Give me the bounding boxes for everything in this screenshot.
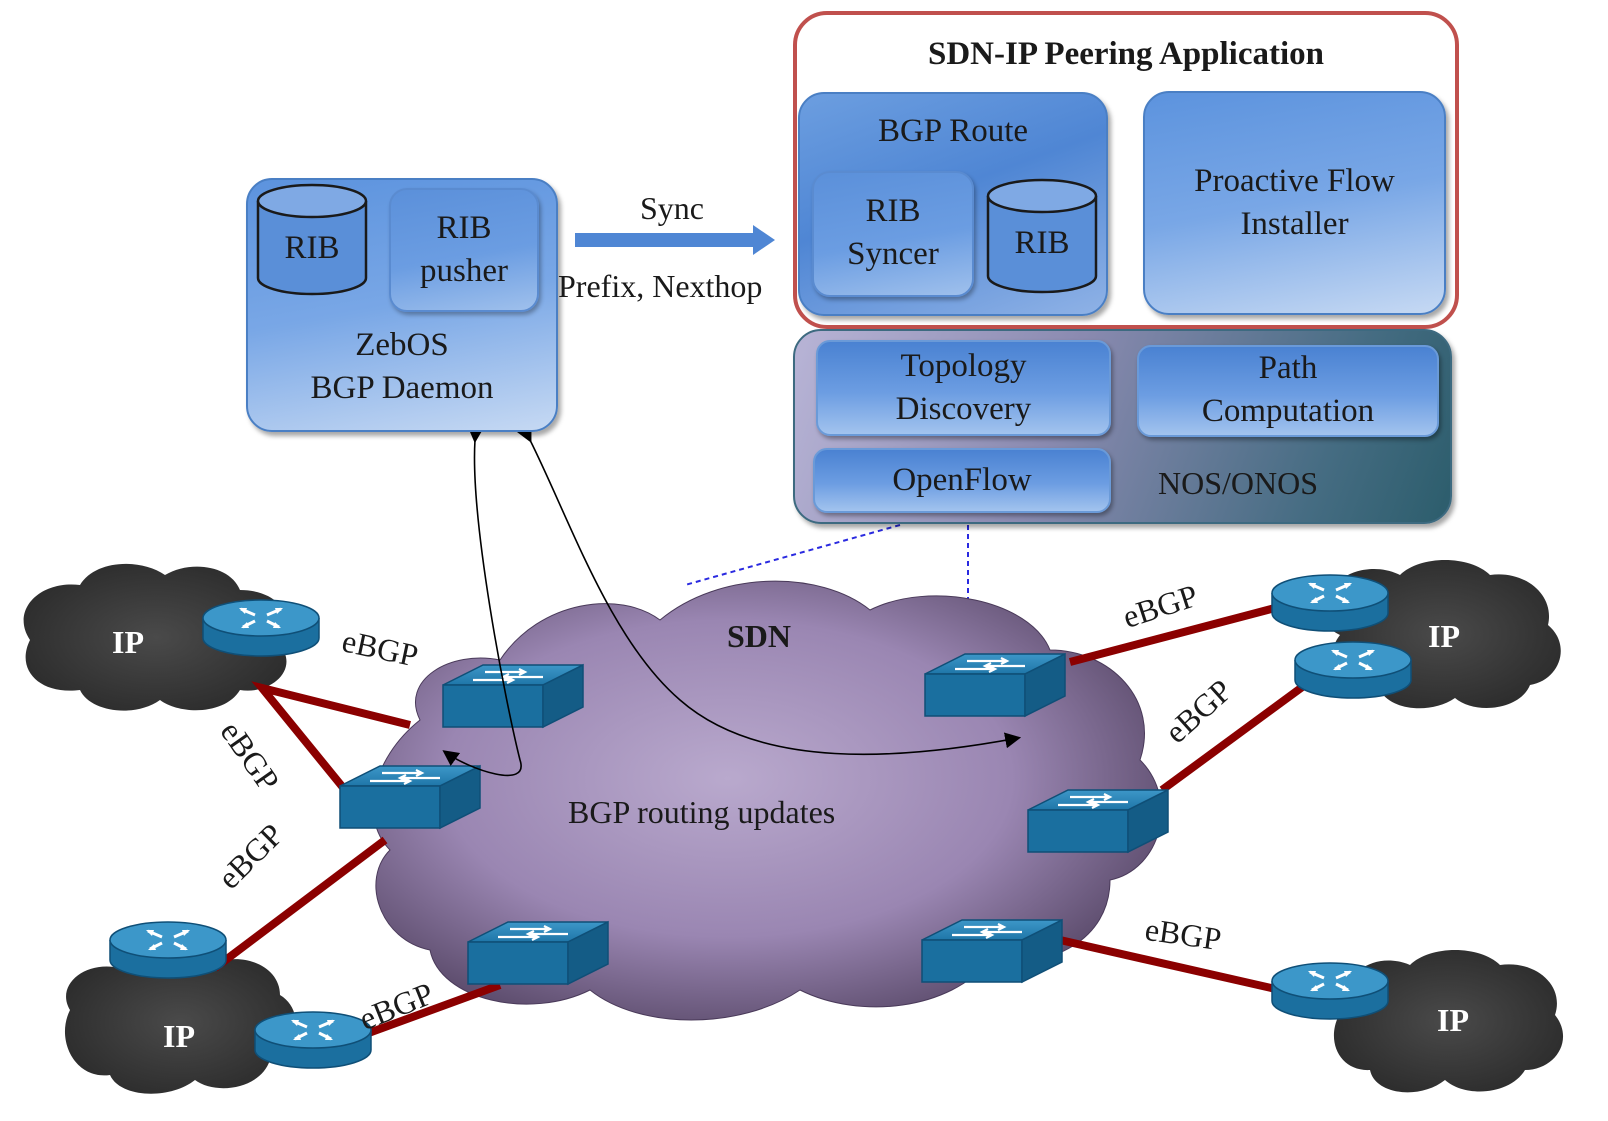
proactive-flow-installer-label: Proactive Flow Installer — [1194, 163, 1395, 242]
rib-syncer-label: RIB Syncer — [847, 193, 939, 272]
zebos-rib-database-icon — [256, 183, 368, 296]
ip-cloud-left-bottom — [64, 950, 297, 1094]
bgp-routing-updates-label: BGP routing updates — [568, 794, 836, 830]
openflow-dashed-link — [684, 524, 901, 586]
ip-label-left-top: IP — [112, 624, 144, 660]
sdn-switch — [923, 652, 1067, 718]
sdn-label: SDN — [727, 618, 792, 654]
ip-cloud-right-bottom — [1333, 950, 1564, 1093]
bgp-update-arrow — [442, 426, 522, 777]
path-computation-label: Path Computation — [1201, 350, 1375, 429]
sync-label: Sync — [640, 190, 704, 226]
proactive-flow-installer-box — [1143, 91, 1446, 315]
bgp-route-label: BGP Route — [877, 113, 1029, 149]
openflow-box — [813, 448, 1111, 513]
app-rib-label: RIB — [1014, 225, 1070, 261]
ip-label-right-top: IP — [1428, 618, 1460, 654]
bgp-router — [1293, 640, 1413, 700]
ebgp-links — [212, 604, 1308, 1042]
sdn-switch — [441, 663, 585, 729]
bgp-router — [1270, 573, 1390, 633]
ip-label-right-bottom: IP — [1437, 1002, 1469, 1038]
sync-prefix-label: Prefix, Nexthop — [558, 268, 763, 304]
sdn-switch — [920, 918, 1064, 984]
topology-discovery-label: Topology Discovery — [895, 348, 1032, 427]
app-rib-database-icon — [986, 178, 1098, 294]
bgp-router — [253, 1010, 373, 1070]
ip-label-left-bottom: IP — [163, 1018, 195, 1054]
sdn-switch — [338, 764, 482, 830]
nos-onos-label: NOS/ONOS — [1158, 465, 1319, 501]
rib-pusher-box — [389, 188, 539, 312]
zebos-rib-label: RIB — [284, 230, 340, 266]
ip-cloud-left-top — [23, 563, 288, 711]
bgp-update-arrow — [517, 424, 1022, 756]
zebos-daemon-label: ZebOS BGP Daemon — [310, 327, 494, 406]
topology-discovery-box — [816, 340, 1111, 436]
sync-arrow — [575, 225, 775, 255]
bgp-router — [1270, 961, 1390, 1021]
rib-syncer-box — [812, 171, 974, 297]
sdn-switch — [466, 920, 610, 986]
path-computation-box — [1137, 345, 1439, 437]
openflow-label: OpenFlow — [892, 462, 1032, 498]
sdn-ip-app-title: SDN-IP Peering Application — [927, 36, 1325, 72]
bgp-router — [201, 598, 321, 658]
bgp-router — [108, 920, 228, 980]
sdn-switch — [1026, 788, 1170, 854]
rib-pusher-label: RIB pusher — [420, 210, 508, 289]
